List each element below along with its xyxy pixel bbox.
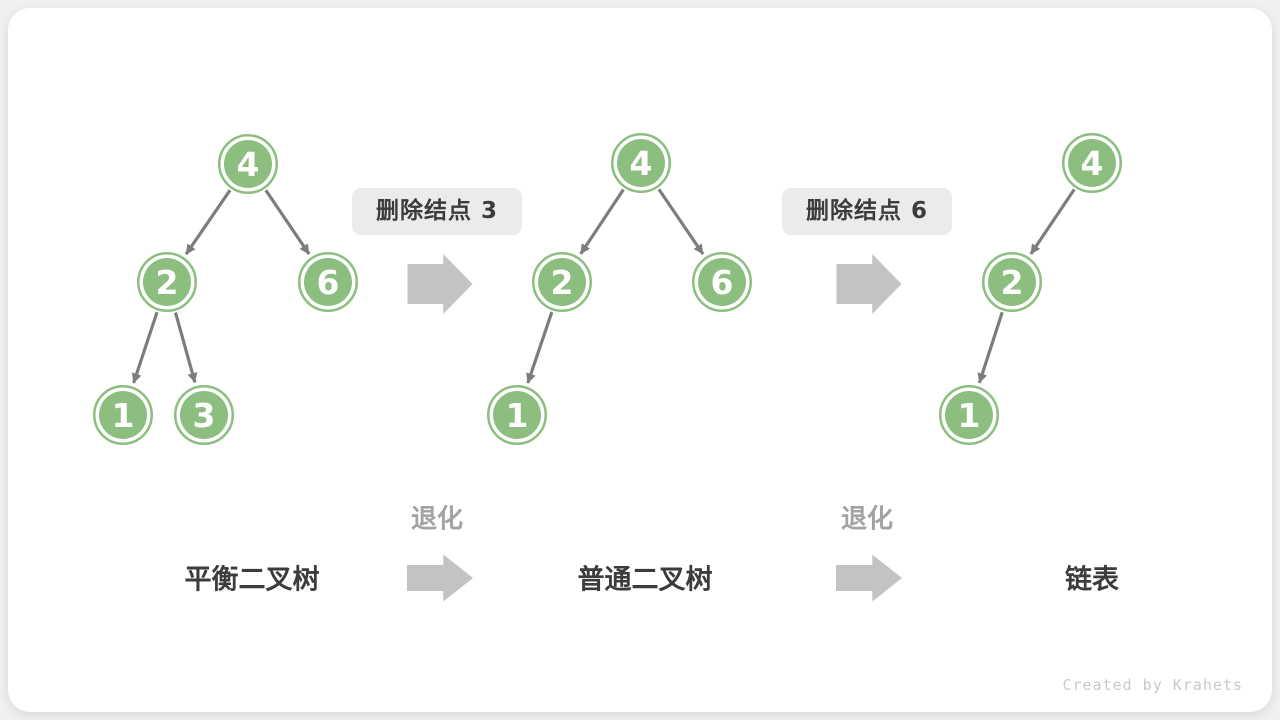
node-value: 4 (1081, 144, 1104, 183)
node-value: 2 (1001, 263, 1024, 302)
node-circle (1068, 139, 1116, 187)
node-outer-ring (611, 133, 671, 193)
tree-node-2: 2 (982, 252, 1042, 312)
node-outer-ring (692, 252, 752, 312)
tree-node-4: 4 (611, 133, 671, 193)
node-circle (988, 258, 1036, 306)
node-value: 1 (112, 396, 135, 435)
edge-4-to-6 (264, 189, 311, 255)
tree-node-2: 2 (532, 252, 592, 312)
stage-label-balanced-binary-tree: 平衡二叉树 (184, 564, 320, 596)
tree-node-4: 4 (1062, 133, 1122, 193)
node-circle (617, 139, 665, 187)
node-circle (304, 258, 352, 306)
stage-label-ordinary-binary-tree: 普通二叉树 (577, 564, 713, 596)
node-circle (224, 140, 272, 188)
edge-4-to-2 (1029, 188, 1076, 255)
node-value: 2 (156, 263, 179, 302)
node-value: 4 (630, 144, 653, 183)
edge-4-to-2 (184, 189, 232, 256)
diagram-card-background (8, 8, 1272, 712)
block-arrow-right-4 (836, 554, 902, 602)
edge-2-to-1 (131, 311, 159, 384)
node-outer-ring (532, 252, 592, 312)
edge-2-to-3 (173, 312, 198, 383)
trees-layer: 4 2 6 1 3 4 2 6 1 4 2 1 (93, 133, 1122, 445)
node-circle (493, 391, 541, 439)
block-arrow-right-2 (836, 254, 902, 314)
node-circle (143, 258, 191, 306)
node-value: 6 (711, 263, 734, 302)
node-outer-ring (982, 252, 1042, 312)
tree-node-1: 1 (939, 385, 999, 445)
tree-2: 4 2 6 1 (487, 133, 752, 445)
node-value: 1 (506, 396, 529, 435)
node-circle (99, 391, 147, 439)
step-label-delete-node-6: 删除结点 6 (782, 188, 952, 235)
node-circle (180, 391, 228, 439)
tree-node-4: 4 (218, 134, 278, 194)
edge-4-to-2 (579, 188, 625, 255)
tree-node-3: 3 (174, 385, 234, 445)
edge-2-to-1 (526, 311, 554, 384)
watermark-credit: Created by Krahets (1062, 676, 1243, 694)
node-outer-ring (298, 252, 358, 312)
tree-3: 4 2 1 (939, 133, 1122, 445)
tree-node-2: 2 (137, 252, 197, 312)
block-arrow-right-1 (407, 254, 473, 314)
stage-label-linked-list: 链表 (1065, 564, 1119, 596)
edge-2-to-1 (977, 311, 1004, 384)
node-value: 4 (237, 145, 260, 184)
node-outer-ring (1062, 133, 1122, 193)
node-circle (698, 258, 746, 306)
tree-node-1: 1 (93, 385, 153, 445)
degrade-label-2: 退化 (840, 504, 894, 535)
node-circle (538, 258, 586, 306)
block-arrow-right-3 (407, 554, 473, 602)
node-value: 1 (958, 396, 981, 435)
node-outer-ring (487, 385, 547, 445)
tree-node-6: 6 (298, 252, 358, 312)
tree-node-1: 1 (487, 385, 547, 445)
node-outer-ring (939, 385, 999, 445)
step-label-delete-node-3: 删除结点 3 (352, 188, 522, 235)
node-outer-ring (93, 385, 153, 445)
node-value: 6 (317, 263, 340, 302)
tree-1: 4 2 6 1 3 (93, 134, 358, 445)
tree-node-6: 6 (692, 252, 752, 312)
node-outer-ring (137, 252, 197, 312)
degrade-label-1: 退化 (410, 504, 464, 535)
edge-4-to-6 (657, 188, 705, 256)
node-outer-ring (174, 385, 234, 445)
node-value: 3 (193, 396, 216, 435)
node-outer-ring (218, 134, 278, 194)
node-value: 2 (551, 263, 574, 302)
block-arrows-layer (407, 254, 902, 602)
node-circle (945, 391, 993, 439)
